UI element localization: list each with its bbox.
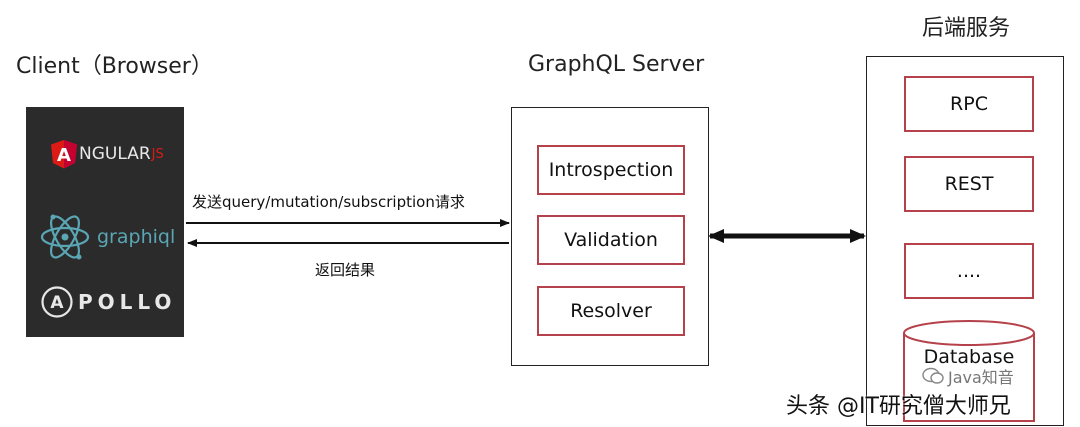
graphql-server-box: Introspection Validation Resolver — [511, 107, 709, 366]
graphql-atom-icon — [40, 214, 90, 260]
server-module-introspection: Introspection — [537, 145, 685, 195]
backend-service-ellipsis: .... — [904, 243, 1034, 299]
backend-services-box: RPC REST .... Database — [866, 56, 1064, 426]
client-panel: A NGULAR JS graphiql A POLLO — [26, 107, 184, 337]
angular-shield-icon: A — [51, 140, 77, 169]
angular-logo-a: A — [57, 145, 71, 166]
angularjs-logo: A NGULAR JS — [50, 139, 164, 169]
server-module-validation: Validation — [537, 215, 685, 265]
watermark-main: 头条 @IT研究僧大师兄 — [786, 394, 1011, 419]
backend-title: 后端服务 — [922, 16, 1011, 41]
apollo-logo: A POLLO — [40, 285, 176, 319]
watermark-sub: Java知音 — [922, 364, 1014, 388]
apollo-circle-icon: A — [41, 286, 73, 318]
graphiql-logo: graphiql — [39, 209, 175, 265]
wechat-icon — [922, 367, 944, 384]
server-title: GraphQL Server — [528, 52, 705, 77]
apollo-logo-text: POLLO — [78, 290, 177, 314]
client-title: Client（Browser） — [16, 54, 213, 79]
angular-logo-text: NGULAR — [79, 144, 151, 164]
request-label: 发送query/mutation/subscription请求 — [192, 193, 465, 211]
apollo-logo-a: A — [50, 293, 64, 313]
database-cylinder-icon — [903, 320, 1035, 422]
graphiql-logo-text: graphiql — [97, 226, 176, 248]
watermark-sub-text: Java知音 — [948, 368, 1014, 387]
backend-service-database: Database — [923, 346, 1015, 368]
backend-service-rpc: RPC — [904, 76, 1034, 132]
server-module-resolver: Resolver — [537, 286, 685, 336]
response-label: 返回结果 — [315, 261, 376, 279]
angular-logo-js: JS — [151, 146, 164, 162]
backend-service-rest: REST — [904, 156, 1034, 212]
